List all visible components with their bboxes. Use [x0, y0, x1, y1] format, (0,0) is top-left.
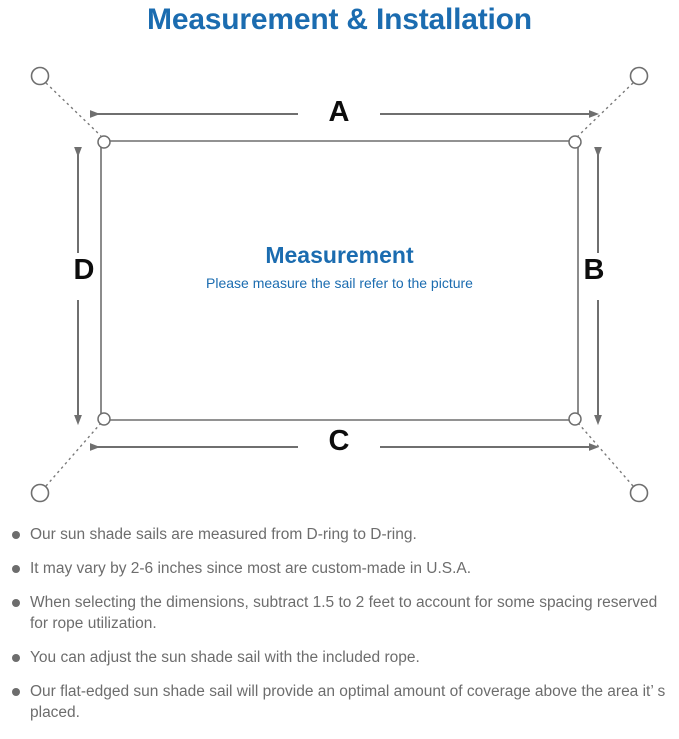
- dimension-label-c: C: [328, 425, 350, 457]
- list-item-text: You can adjust the sun shade sail with t…: [30, 649, 420, 666]
- bullet-icon: [12, 599, 20, 607]
- list-item-text: Our flat-edged sun shade sail will provi…: [30, 683, 666, 721]
- anchor-ring-top-left: [30, 66, 50, 86]
- dimension-label-a: A: [328, 96, 350, 128]
- rope-bottom-left: [45, 422, 102, 487]
- list-item: Our sun shade sails are measured from D-…: [0, 524, 679, 545]
- page-title: Measurement & Installation: [147, 3, 532, 36]
- anchor-rings: [30, 66, 649, 503]
- d-rings: [97, 135, 582, 426]
- list-item-text: It may vary by 2-6 inches since most are…: [30, 560, 472, 577]
- anchor-ring-bottom-left: [30, 483, 50, 503]
- rope-top-right: [577, 82, 634, 137]
- d-ring-bottom-right: [568, 412, 582, 426]
- rope-top-left: [45, 82, 102, 137]
- bullet-icon: [12, 688, 20, 696]
- diagram-svg: [30, 66, 649, 503]
- rope-connectors: [45, 82, 634, 487]
- dimension-label-d: D: [73, 254, 95, 286]
- list-item: When selecting the dimensions, subtract …: [0, 592, 679, 634]
- diagram-center-subheading: Please measure the sail refer to the pic…: [206, 275, 473, 291]
- bullet-icon: [12, 654, 20, 662]
- d-ring-top-right: [568, 135, 582, 149]
- d-ring-bottom-left: [97, 412, 111, 426]
- list-item: It may vary by 2-6 inches since most are…: [0, 558, 679, 579]
- sail-body: [100, 140, 579, 421]
- d-ring-top-left: [97, 135, 111, 149]
- dimension-label-b: B: [583, 254, 605, 286]
- list-item-text: When selecting the dimensions, subtract …: [30, 594, 658, 632]
- measurement-diagram: Measurement Please measure the sail refe…: [0, 48, 679, 518]
- anchor-ring-bottom-right: [629, 483, 649, 503]
- list-item: You can adjust the sun shade sail with t…: [0, 647, 679, 668]
- notes-list: Our sun shade sails are measured from D-…: [0, 524, 679, 736]
- rope-bottom-right: [577, 422, 634, 487]
- bullet-icon: [12, 565, 20, 573]
- diagram-center-heading: Measurement: [265, 242, 414, 268]
- list-item: Our flat-edged sun shade sail will provi…: [0, 681, 679, 723]
- anchor-ring-top-right: [629, 66, 649, 86]
- list-item-text: Our sun shade sails are measured from D-…: [30, 526, 417, 543]
- bullet-icon: [12, 531, 20, 539]
